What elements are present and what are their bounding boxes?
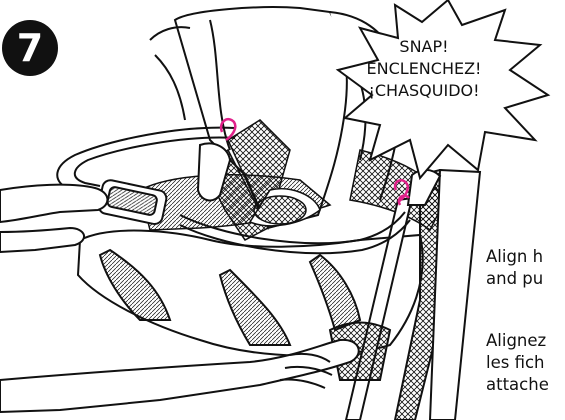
step-number-badge: 7 xyxy=(2,20,58,76)
snap-callout-burst xyxy=(335,0,551,181)
callout-line-english: SNAP! xyxy=(399,37,449,56)
instruction-french-line: attache xyxy=(486,375,549,394)
instruction-french-line: les fich xyxy=(486,353,545,372)
instruction-french: Alignez les fich attache xyxy=(486,330,549,396)
base-fabric-drawing xyxy=(76,229,424,357)
snap-callout-text: SNAP! ENCLENCHEZ! ¡CHASQUIDO! xyxy=(365,36,483,102)
hands-drawing xyxy=(0,142,360,414)
instruction-french-line: Alignez xyxy=(486,331,547,350)
callout-line-french: ENCLENCHEZ! xyxy=(366,59,482,78)
handle-bar-drawing xyxy=(56,126,411,255)
instruction-english-line: Align h xyxy=(486,247,544,266)
callout-line-spanish: ¡CHASQUIDO! xyxy=(368,81,480,100)
instruction-english: Align h and pu xyxy=(486,246,543,290)
frame-tubes-drawing xyxy=(328,168,482,420)
instruction-english-line: and pu xyxy=(486,269,544,288)
attachment-highlight-drawing xyxy=(219,117,410,206)
